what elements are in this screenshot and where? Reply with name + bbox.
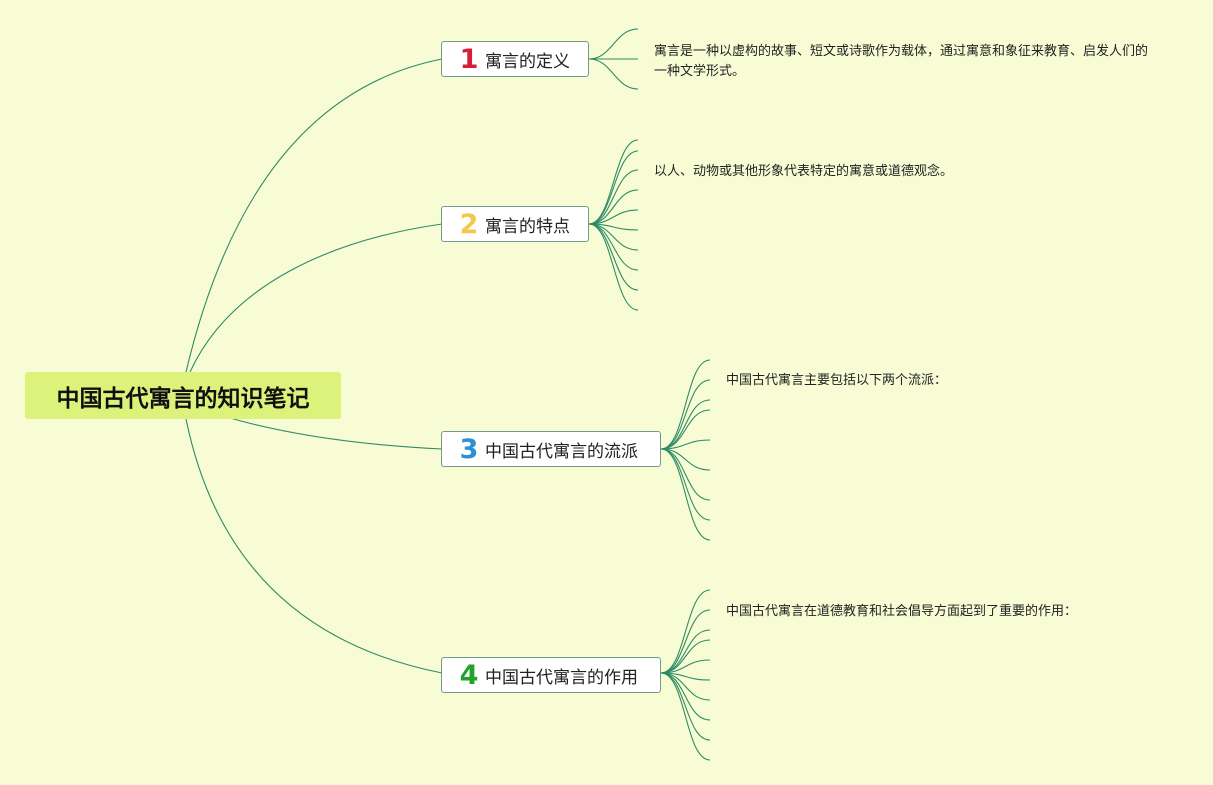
connector-root-branch-3: [229, 417, 443, 450]
note-schools[interactable]: 中国古代寓言主要包括以下两个流派：: [726, 373, 948, 388]
leaf-connectors-branch-1: [588, 28, 639, 90]
connector-root-branch-4: [185, 418, 443, 674]
branch-topic-label: 寓言的定义: [485, 51, 570, 72]
connector-root-branch-2: [189, 223, 443, 373]
leaf-connectors-branch-3: [660, 359, 711, 541]
branch-topic-schools[interactable]: 3 中国古代寓言的流派: [441, 431, 661, 467]
number-2-icon: 2: [459, 208, 479, 240]
branch-topic-role[interactable]: 4 中国古代寓言的作用: [441, 657, 661, 693]
leaf-connectors-branch-2: [588, 139, 639, 311]
note-definition[interactable]: 寓言是一种以虚构的故事、短文或诗歌作为载体，通过寓意和象征来教育、启发人们的一种…: [654, 44, 1149, 79]
leaf-connectors-branch-4: [660, 589, 711, 761]
connector-root-branch-1: [185, 58, 443, 373]
note-features[interactable]: 以人、动物或其他形象代表特定的寓意或道德观念。: [654, 164, 954, 179]
branch-topic-label: 寓言的特点: [485, 216, 570, 237]
branch-topic-label: 中国古代寓言的作用: [485, 667, 638, 688]
branch-topic-features[interactable]: 2 寓言的特点: [441, 206, 589, 242]
number-4-icon: 4: [459, 659, 479, 691]
number-3-icon: 3: [459, 433, 479, 465]
number-1-icon: 1: [459, 43, 479, 75]
branch-topic-definition[interactable]: 1 寓言的定义: [441, 41, 589, 77]
root-topic-label: 中国古代寓言的知识笔记: [56, 385, 310, 412]
note-role[interactable]: 中国古代寓言在道德教育和社会倡导方面起到了重要的作用：: [726, 604, 1078, 619]
branch-topic-label: 中国古代寓言的流派: [485, 441, 638, 462]
root-topic[interactable]: 中国古代寓言的知识笔记: [25, 372, 341, 419]
